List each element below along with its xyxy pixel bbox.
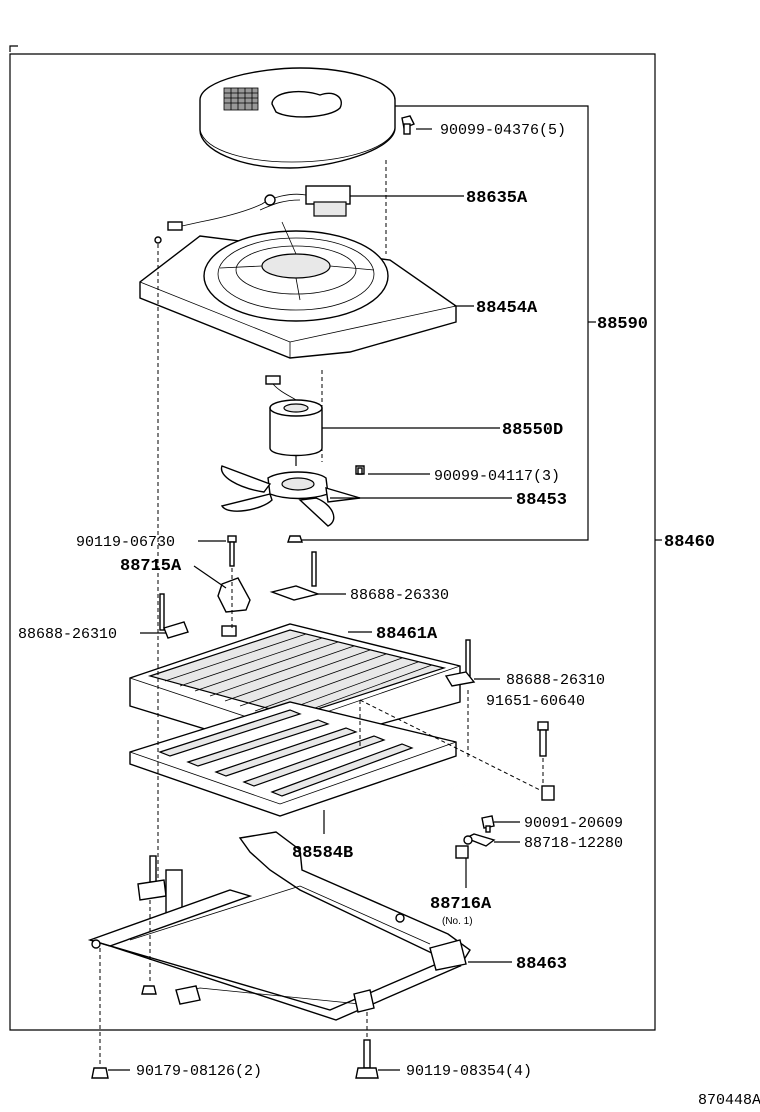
frame-88463: [87, 831, 471, 1021]
label-88718-12280: 88718-12280: [524, 835, 623, 852]
cover-vent-grille: [223, 87, 259, 111]
hose-88718-12280: [463, 833, 496, 847]
label-88584b: 88584B: [292, 844, 353, 863]
leader-88715a: [193, 565, 227, 589]
label-88453: 88453: [516, 491, 567, 510]
guard-88584b: [129, 701, 457, 817]
cover: [199, 67, 396, 169]
connector-88635a: [167, 185, 351, 231]
bracket-88715a: [217, 577, 251, 637]
label-88590: 88590: [597, 315, 648, 334]
label-90099-04376: 90099-04376(5): [440, 122, 566, 139]
label-91651-60640: 91651-60640: [486, 693, 585, 710]
label-88688-26310-right: 88688-26310: [506, 672, 605, 689]
mount-post-left: [137, 855, 183, 919]
radiator-core-88461a: [129, 623, 461, 753]
label-88688-26330: 88688-26330: [350, 587, 449, 604]
label-90119-08354: 90119-08354(4): [406, 1063, 532, 1080]
part-labels: 90099-04376(5) 88635A 88454A 88590 88550…: [18, 122, 760, 1109]
diagram-id: 870448A: [698, 1092, 760, 1109]
nut-90179-08126: [91, 1067, 109, 1079]
pipe-88716a: [436, 770, 555, 859]
label-88635a: 88635A: [466, 189, 528, 208]
label-90099-04117: 90099-04117(3): [434, 468, 560, 485]
label-88460: 88460: [664, 533, 715, 552]
clamp-88688-26310-right: [444, 639, 476, 687]
bolt-90119-06730: [227, 535, 237, 567]
label-90091-20609: 90091-20609: [524, 815, 623, 832]
assembly-frame: [9, 53, 656, 1031]
corner-mark: [9, 45, 18, 52]
fan-shroud-88454a: [139, 221, 457, 359]
nut-lower-left: [141, 985, 157, 995]
bolt-90091-20609: [481, 815, 495, 833]
label-88716a: 88716A: [430, 895, 492, 914]
label-88716a-note: (No. 1): [442, 916, 473, 927]
label-88550d: 88550D: [502, 421, 563, 440]
screw-90099-04117: [355, 465, 365, 475]
fan-blade-88453: [220, 465, 361, 527]
label-88463: 88463: [516, 955, 567, 974]
clamp-88688-26310-left: [159, 593, 189, 639]
label-88715a: 88715A: [120, 557, 182, 576]
screw-90099-04376: [401, 115, 415, 135]
label-90119-06730: 90119-06730: [76, 534, 175, 551]
label-90179-08126: 90179-08126(2): [136, 1063, 262, 1080]
label-88454a: 88454A: [476, 299, 538, 318]
fitting-91651-60640: [537, 721, 549, 757]
nut-90119-06730-lower: [287, 535, 303, 543]
alignment-lines: [99, 160, 544, 1066]
bolt-90119-08354: [355, 1039, 379, 1079]
label-88461a: 88461A: [376, 625, 438, 644]
label-88688-26310-left: 88688-26310: [18, 626, 117, 643]
fan-motor-88550d: [265, 375, 323, 466]
clamp-88688-26330: [269, 551, 321, 601]
bracket-88590: [298, 105, 589, 541]
